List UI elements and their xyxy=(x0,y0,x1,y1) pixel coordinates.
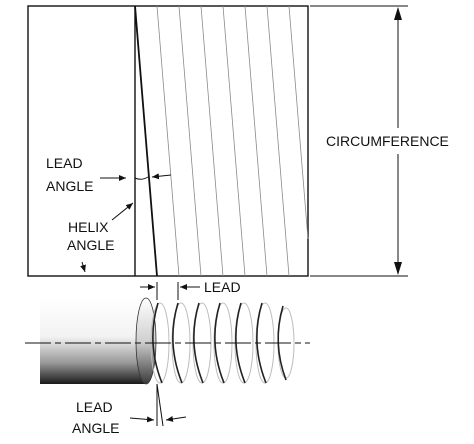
lead-angle-top-label-line2: ANGLE xyxy=(46,178,93,194)
cylinder-end-cap xyxy=(135,297,157,385)
helix-hypotenuse-line xyxy=(134,5,158,277)
lead-angle-bottom-label-line2: ANGLE xyxy=(72,420,119,436)
circumference-dimension: CIRCUMFERENCE xyxy=(310,5,449,277)
circumference-label: CIRCUMFERENCE xyxy=(326,133,449,149)
threaded-cylinder xyxy=(25,297,310,385)
unrolled-rectangle xyxy=(27,5,309,277)
lead-angle-bottom-label-line1: LEAD xyxy=(76,399,113,415)
lead-angle-top-callout: LEAD ANGLE xyxy=(46,155,172,194)
lead-dimension: LEAD xyxy=(140,279,241,300)
lead-angle-bottom-callout: LEAD ANGLE xyxy=(72,383,187,436)
unrolled-cylinder xyxy=(27,5,309,277)
lead-label: LEAD xyxy=(204,279,241,295)
cylinder-body xyxy=(40,298,146,384)
helix-angle-label-line1: HELIX xyxy=(68,219,109,235)
helix-lines xyxy=(156,5,309,277)
helix-angle-callout: HELIX ANGLE xyxy=(67,202,134,273)
lead-angle-top-label-line1: LEAD xyxy=(46,155,83,171)
helix-angle-label-line2: ANGLE xyxy=(67,237,114,253)
